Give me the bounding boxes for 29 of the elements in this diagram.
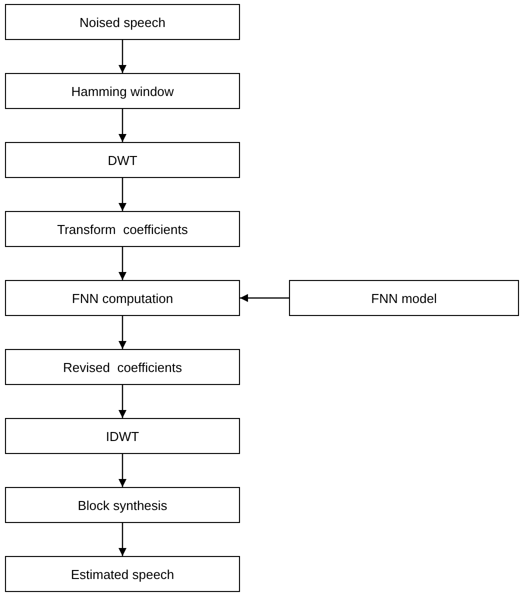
arrow <box>118 316 126 349</box>
process-box <box>289 280 519 316</box>
box-label: Estimated speech <box>70 566 174 582</box>
box-label: Block synthesis <box>78 498 168 512</box>
arrow <box>240 294 289 302</box>
box-label: FNN computation <box>72 290 174 306</box>
process-box <box>5 73 240 109</box>
process-box <box>5 556 240 592</box>
process-box <box>5 280 240 316</box>
box-label: Revised coefficients <box>63 360 182 374</box>
arrow <box>118 247 126 280</box>
box-label: IDWT <box>106 428 140 444</box>
arrow <box>118 40 126 73</box>
box-label: DWT <box>108 152 138 168</box>
process-box <box>5 142 240 178</box>
process-box <box>5 418 240 454</box>
process-box <box>5 487 240 523</box>
process-box <box>5 211 240 247</box>
box-label: Transform coefficients <box>57 222 188 236</box>
box-label: Noised speech <box>80 14 166 30</box>
process-box <box>5 4 240 40</box>
arrow <box>118 109 126 142</box>
arrow <box>118 178 126 211</box>
arrow <box>118 385 126 418</box>
arrow <box>118 454 126 487</box>
box-label: FNN model <box>371 290 437 306</box>
box-label: Hamming window <box>71 84 174 98</box>
process-box <box>5 349 240 385</box>
arrow <box>118 523 126 556</box>
